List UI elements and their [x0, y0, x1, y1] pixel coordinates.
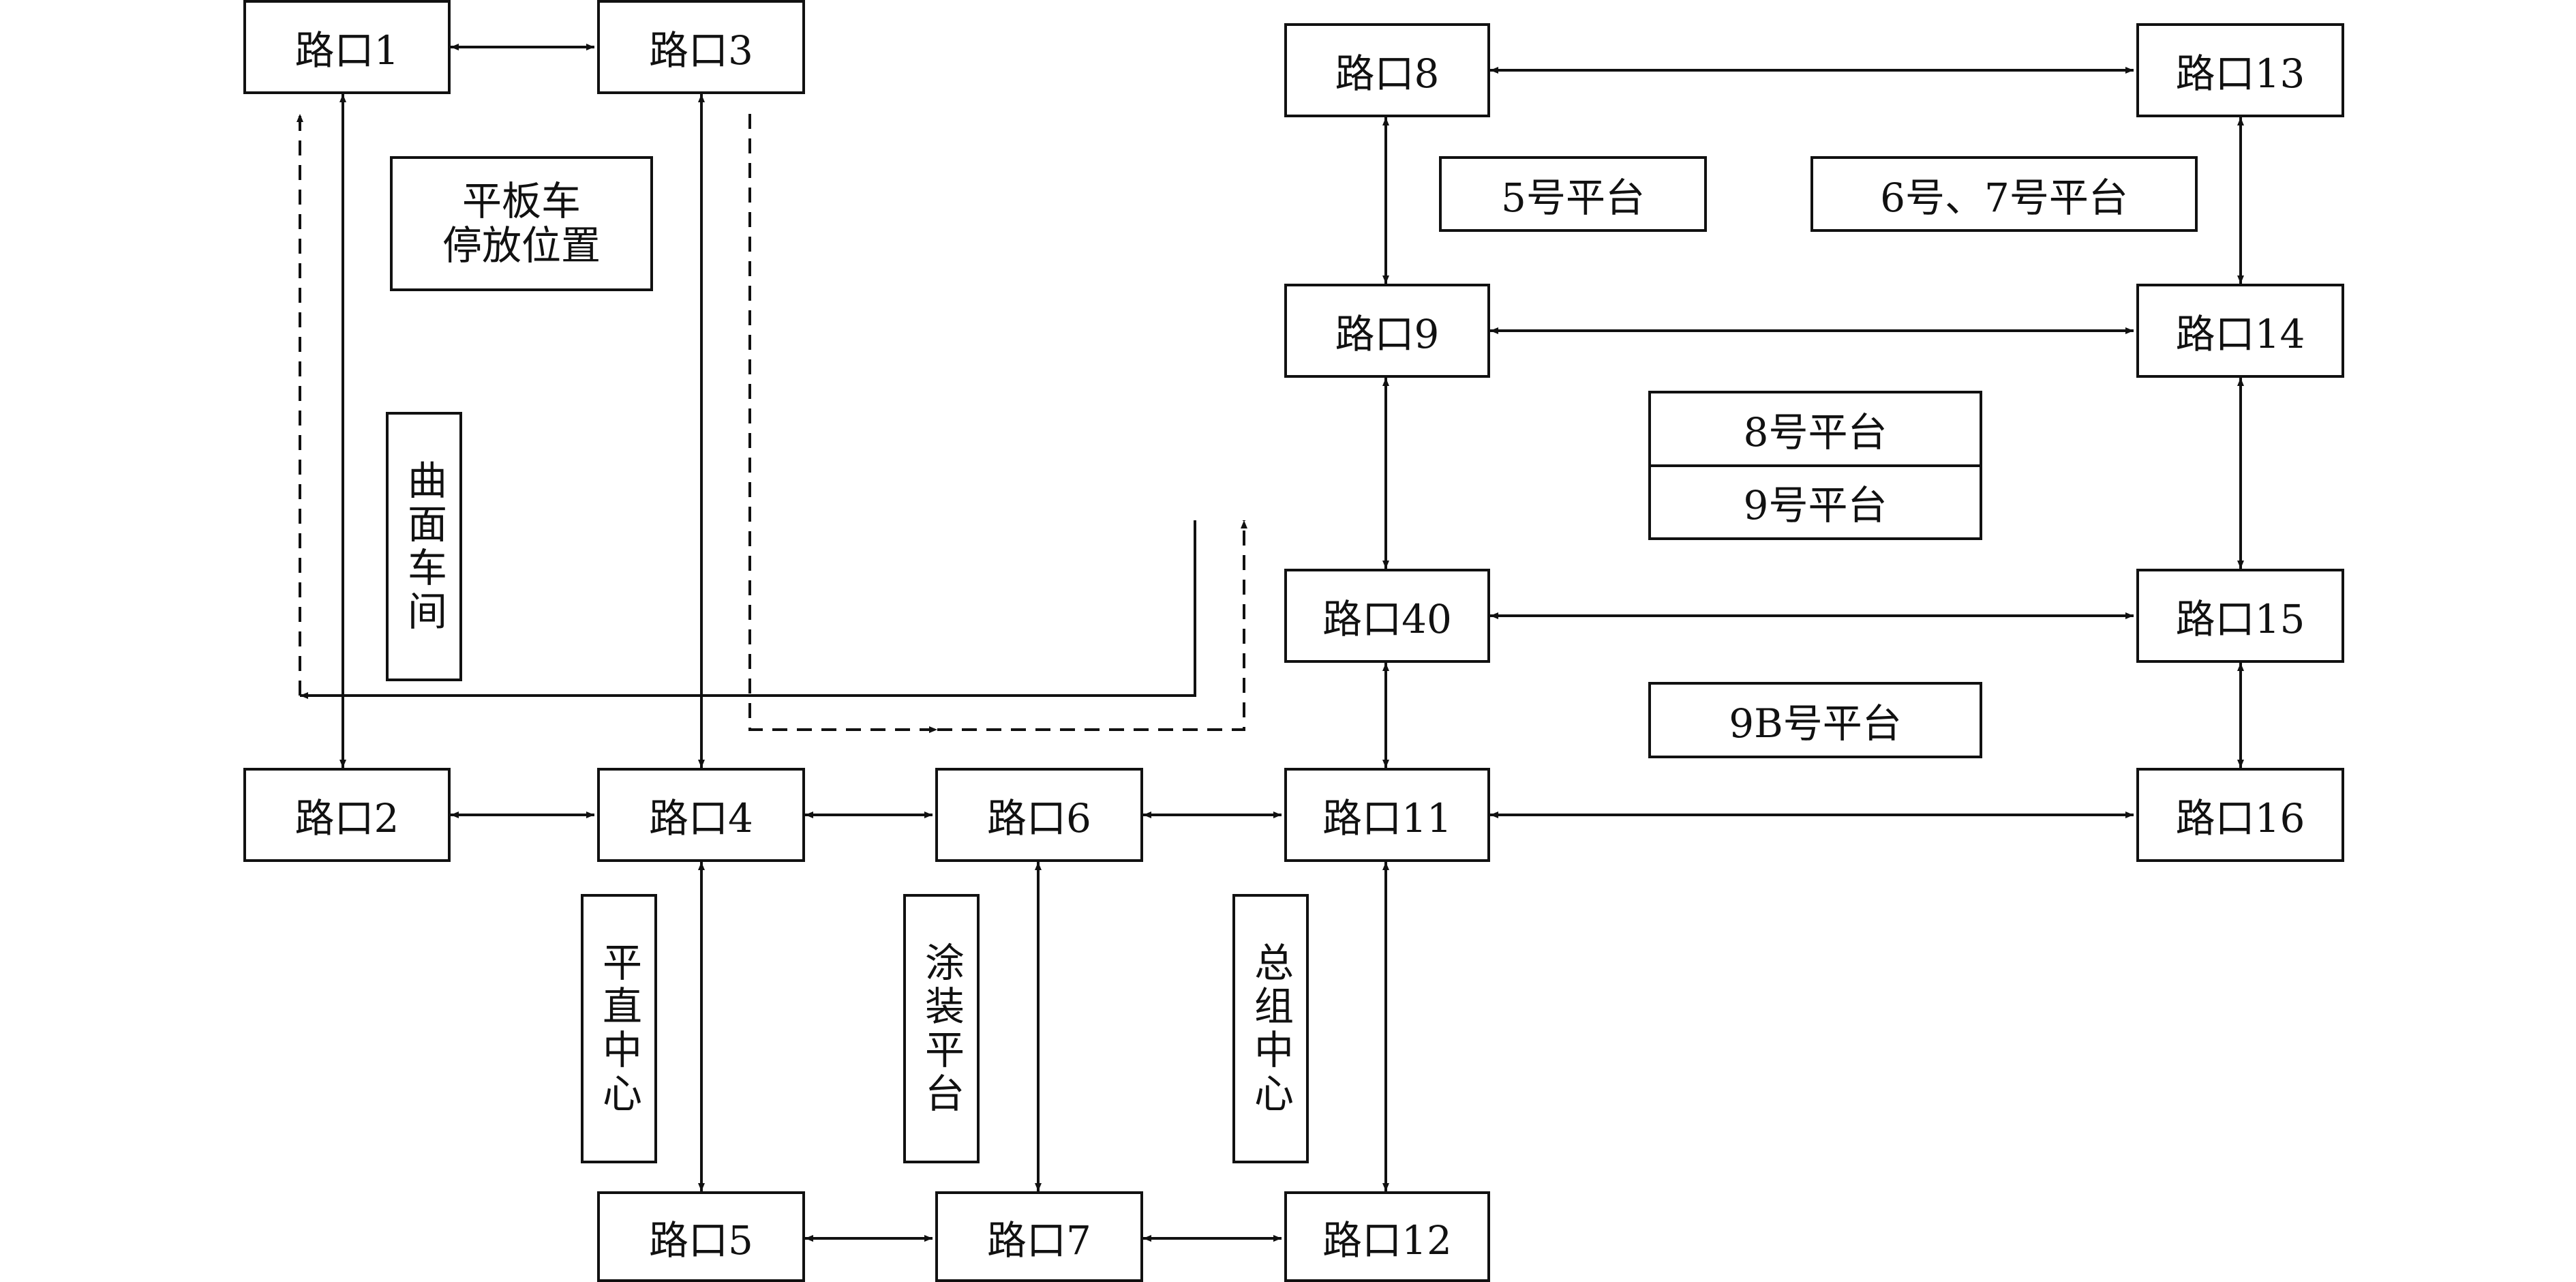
solid-return-route — [300, 520, 1196, 699]
curved-workshop-zone: 曲面车间 — [386, 412, 462, 681]
node-13: 路口13 — [2136, 23, 2344, 117]
node-2: 路口2 — [243, 768, 451, 862]
node-4: 路口4 — [597, 768, 805, 862]
node-7: 路口7 — [935, 1191, 1143, 1282]
flatcar-parking-zone: 平板车 停放位置 — [390, 156, 653, 291]
node-1: 路口1 — [243, 0, 451, 94]
node-12: 路口12 — [1284, 1191, 1490, 1282]
flatcar-parking-line2: 停放位置 — [442, 222, 601, 269]
node-40: 路口40 — [1284, 569, 1490, 663]
node-11: 路口11 — [1284, 768, 1490, 862]
platform-9: 9号平台 — [1651, 464, 1980, 538]
platform-8-9-block: 8号平台 9号平台 — [1648, 391, 1982, 540]
platform-6-7: 6号、7号平台 — [1810, 156, 2198, 232]
coating-platform-zone: 涂装平台 — [903, 894, 980, 1163]
node-5: 路口5 — [597, 1191, 805, 1282]
platform-8: 8号平台 — [1743, 408, 1888, 456]
platform-5: 5号平台 — [1439, 156, 1707, 232]
dashed-route-up — [937, 520, 1247, 731]
dashed-route-from-3 — [748, 114, 937, 733]
node-6: 路口6 — [935, 768, 1143, 862]
platform-9b: 9B号平台 — [1648, 682, 1982, 758]
assembly-center-zone: 总组中心 — [1232, 894, 1309, 1163]
node-3: 路口3 — [597, 0, 805, 94]
node-8: 路口8 — [1284, 23, 1490, 117]
node-15: 路口15 — [2136, 569, 2344, 663]
flat-center-zone: 平直中心 — [581, 894, 657, 1163]
node-9: 路口9 — [1284, 284, 1490, 378]
flatcar-parking-line1: 平板车 — [461, 178, 581, 225]
node-14: 路口14 — [2136, 284, 2344, 378]
node-16: 路口16 — [2136, 768, 2344, 862]
